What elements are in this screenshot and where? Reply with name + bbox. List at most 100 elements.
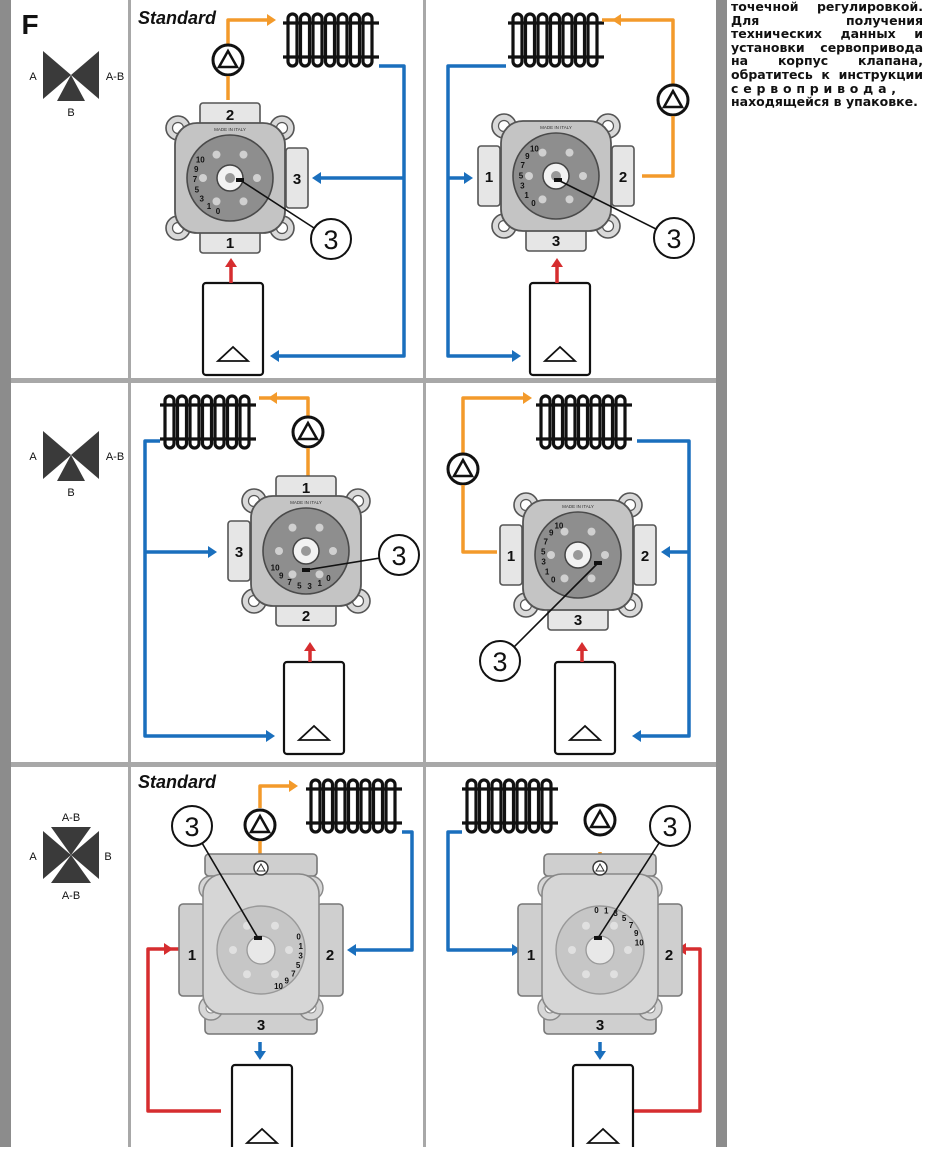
radiator-icon: [536, 396, 632, 448]
instruction-text-line: установки сервопривода: [731, 41, 923, 55]
instruction-text-line: находящейся в упаковке.: [731, 95, 923, 109]
port-number: 3: [293, 171, 301, 188]
flow-arrow: [304, 642, 316, 651]
scale-number: 7: [520, 161, 525, 170]
port-number: 1: [188, 947, 196, 964]
flow-arrow: [270, 350, 279, 362]
callout-marker: [594, 561, 602, 565]
boiler-icon: [203, 283, 263, 375]
port-label-b: B: [104, 851, 111, 863]
scale-number: 10: [530, 144, 539, 153]
instruction-text-line: технических данных и: [731, 27, 923, 41]
scale-number: 7: [291, 970, 296, 979]
flow-arrow: [312, 172, 321, 184]
flow-arrow: [661, 546, 670, 558]
scale-number: 7: [193, 175, 198, 184]
pipe-flow: [260, 786, 290, 808]
port-number: 1: [302, 480, 310, 497]
frame-left-bar: [0, 0, 11, 1147]
callout-marker: [554, 178, 562, 182]
flow-arrow: [594, 1051, 606, 1060]
radiator-icon: [462, 780, 558, 832]
pipe-return: [278, 66, 404, 356]
scale-number: 9: [284, 977, 289, 986]
scale-number: 10: [196, 155, 205, 164]
instruction-text-line: Для получения: [731, 14, 923, 28]
port-label-a: A: [29, 851, 37, 863]
flow-arrow: [347, 944, 356, 956]
scale-number: 5: [519, 171, 524, 180]
scale-number: 1: [299, 942, 304, 951]
valve-body-icon: MADE IN ITALY01357910123: [500, 493, 656, 630]
port-number: 1: [507, 548, 515, 565]
scale-number: 10: [271, 563, 280, 572]
flow-arrow: [551, 258, 563, 267]
callout-number: 3: [184, 812, 199, 842]
port-label-a: A: [29, 71, 37, 83]
port-number: 2: [326, 947, 334, 964]
scale-number: 3: [199, 195, 204, 204]
flow-arrow: [267, 14, 276, 26]
port-number: 2: [619, 169, 627, 186]
boiler-icon: [232, 1065, 292, 1147]
callout-marker: [254, 936, 262, 940]
flow-arrow: [266, 730, 275, 742]
scale-number: 3: [298, 952, 303, 961]
port-number: 1: [527, 947, 535, 964]
pump-icon: [293, 417, 323, 447]
boiler-icon: [555, 662, 615, 754]
port-number: 3: [574, 612, 582, 629]
scale-number: 0: [296, 932, 301, 941]
radiator-icon: [283, 14, 379, 66]
flow-arrow: [225, 258, 237, 267]
port-label-ab-top: A-B: [62, 812, 80, 824]
radiator-icon: [160, 396, 256, 448]
scale-number: 5: [541, 547, 546, 556]
pipe-return: [448, 832, 513, 950]
scale-number: 1: [317, 579, 322, 588]
scale-number: 7: [544, 537, 549, 546]
pipe-flow: [642, 116, 673, 176]
instruction-text-line: обратитесь к инструкции: [731, 68, 923, 82]
port-number: 3: [235, 544, 243, 561]
frame-row-divider: [11, 762, 716, 767]
scale-number: 10: [554, 522, 563, 531]
valve-stamp: MADE IN ITALY: [540, 125, 572, 130]
flow-arrow: [512, 350, 521, 362]
flow-arrow: [254, 1051, 266, 1060]
port-number: 3: [257, 1017, 265, 1034]
port-number: 2: [641, 548, 649, 565]
scale-number: 3: [541, 558, 546, 567]
scale-number: 0: [594, 906, 599, 915]
port-label-ab: A-B: [106, 71, 124, 83]
valve-stamp: MADE IN ITALY: [562, 504, 594, 509]
boiler-icon: [530, 283, 590, 375]
port-number: 2: [665, 947, 673, 964]
pump-icon: [585, 805, 615, 835]
port-label-b: B: [67, 107, 74, 119]
callout-number: 3: [391, 541, 406, 571]
frame-right-bar: [716, 0, 727, 1147]
flow-arrow: [464, 172, 473, 184]
callout-number: 3: [662, 812, 677, 842]
scale-number: 5: [622, 914, 627, 923]
callout-marker: [236, 178, 244, 182]
port-number: 2: [302, 608, 310, 625]
scale-number: 1: [604, 906, 609, 915]
scale-number: 1: [207, 202, 212, 211]
scale-number: 5: [296, 961, 301, 970]
instruction-text-line: на корпус клапана,: [731, 54, 923, 68]
port-label-ab-bottom: A-B: [62, 890, 80, 902]
scale-number: 3: [520, 182, 525, 191]
scale-number: 10: [274, 982, 283, 991]
port-number: 3: [596, 1017, 604, 1034]
valve-stamp: MADE IN ITALY: [290, 500, 322, 505]
callout-marker: [594, 936, 602, 940]
port-number: 2: [226, 107, 234, 124]
scale-number: 9: [279, 572, 284, 581]
